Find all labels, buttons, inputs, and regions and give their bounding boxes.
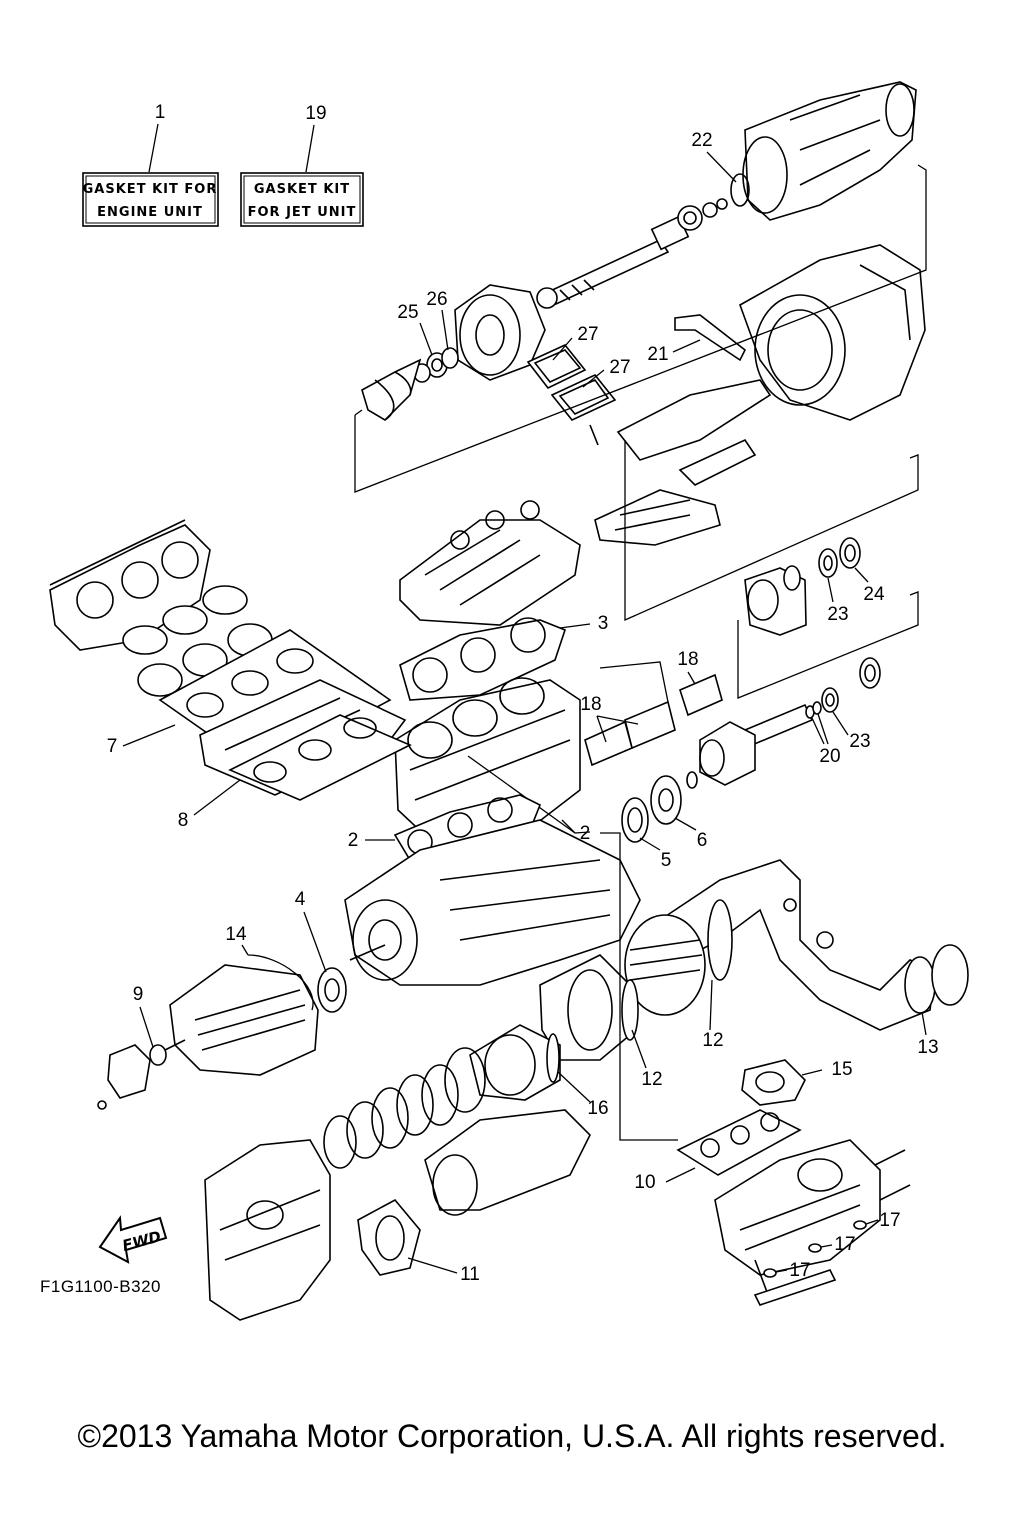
reed-valve-gasket-8 <box>228 714 412 801</box>
exhaust-covers-18 <box>584 673 723 767</box>
callout-2-upper: 2 <box>580 823 591 844</box>
callout-18-lower: 18 <box>580 694 601 715</box>
callout-2-lower: 2 <box>348 830 359 851</box>
head-gasket-3 <box>399 617 566 701</box>
callout-12-right: 12 <box>702 1030 723 1051</box>
callout-4: 4 <box>295 889 306 910</box>
bearing-25-26 <box>413 347 459 383</box>
callout-20: 20 <box>819 746 840 767</box>
callout-3: 3 <box>598 613 609 634</box>
callout-25: 25 <box>397 302 418 323</box>
drive-shaft-coupling <box>699 657 881 786</box>
callout-16: 16 <box>587 1098 608 1119</box>
callout-1: 1 <box>155 102 166 123</box>
callout-26: 26 <box>426 289 447 310</box>
gasket-21 <box>674 314 747 362</box>
callout-10: 10 <box>634 1172 655 1193</box>
callout-18-upper: 18 <box>677 649 698 670</box>
callout-19: 19 <box>305 103 326 124</box>
jet-kit-line-2: FOR JET UNIT <box>248 205 357 220</box>
copyright-notice: ©2013 Yamaha Motor Corporation, U.S.A. A… <box>77 1418 947 1454</box>
impeller <box>361 358 422 422</box>
exhaust-manifold <box>714 1139 911 1276</box>
callout-9: 9 <box>133 984 144 1005</box>
exhaust-joint-housing <box>424 1109 591 1216</box>
exhaust-pipe-gasket-16 <box>469 1024 561 1101</box>
callout-27-upper: 27 <box>577 324 598 345</box>
cylinder-block <box>394 677 581 841</box>
water-lock <box>204 1139 331 1321</box>
callout-8: 8 <box>178 810 189 831</box>
impeller-shaft <box>536 198 728 309</box>
jet-bracket-line <box>354 164 927 493</box>
callout-17-bottom: 17 <box>789 1260 810 1281</box>
callout-23-lower: 23 <box>849 731 870 752</box>
callout-22: 22 <box>691 130 712 151</box>
oil-seals-5-6 <box>621 771 698 843</box>
o-ring-22 <box>730 173 750 207</box>
water-valve-9 <box>97 1039 186 1110</box>
callout-15: 15 <box>831 1059 852 1080</box>
exhaust-bellows <box>323 1047 486 1169</box>
cover-plates-27 <box>526 344 617 446</box>
muffler-joint-13 <box>904 944 969 1014</box>
gasket-11 <box>357 1198 421 1276</box>
drive-bracket-line <box>737 591 919 699</box>
callout-13: 13 <box>917 1037 938 1058</box>
exhaust-body <box>539 954 639 1061</box>
jet-gasket-kit-box: GASKET KIT FOR JET UNIT <box>240 172 364 227</box>
pipe-plugs-17 <box>753 1220 867 1306</box>
cylinder-head <box>399 500 581 626</box>
forward-arrow-icon: FWD <box>98 1215 168 1264</box>
intermediate-housing <box>744 537 861 636</box>
callout-17-mid: 17 <box>834 1234 855 1255</box>
oil-seal-4 <box>317 967 347 1013</box>
pump-housing <box>454 284 546 381</box>
callout-12-left: 12 <box>641 1069 662 1090</box>
exhaust-manifold-bracket <box>600 832 678 1141</box>
callout-5: 5 <box>661 850 672 871</box>
callout-7: 7 <box>107 736 118 757</box>
callout-14: 14 <box>225 924 247 945</box>
exhaust-gasket-15 <box>741 1059 806 1106</box>
callout-21: 21 <box>647 344 668 365</box>
callout-11: 11 <box>460 1264 480 1285</box>
jet-pump-nozzle <box>742 81 917 221</box>
exhaust-chamber <box>624 899 733 1016</box>
ride-plate-assembly <box>594 379 772 546</box>
callout-23-upper: 23 <box>827 604 848 625</box>
coupler-bracket-line <box>624 440 919 621</box>
intake-joints <box>122 585 273 697</box>
engine-kit-line-2: ENGINE UNIT <box>97 205 203 220</box>
callout-17-top: 17 <box>879 1210 900 1231</box>
engine-gasket-kit-box: GASKET KIT FOR ENGINE UNIT <box>82 172 219 227</box>
o-ring-14 <box>247 954 314 1011</box>
engine-kit-line-1: GASKET KIT FOR <box>83 182 218 197</box>
callout-27-lower: 27 <box>609 357 630 378</box>
exhaust-bracket-18 <box>599 661 669 703</box>
callout-6: 6 <box>697 830 708 851</box>
callout-24: 24 <box>863 584 885 605</box>
magneto-cover <box>169 964 319 1076</box>
jet-kit-line-1: GASKET KIT <box>254 182 350 197</box>
exhaust-manifold-gasket-10 <box>676 1109 802 1176</box>
drawing-code: F1G1100-B320 <box>40 1277 161 1296</box>
